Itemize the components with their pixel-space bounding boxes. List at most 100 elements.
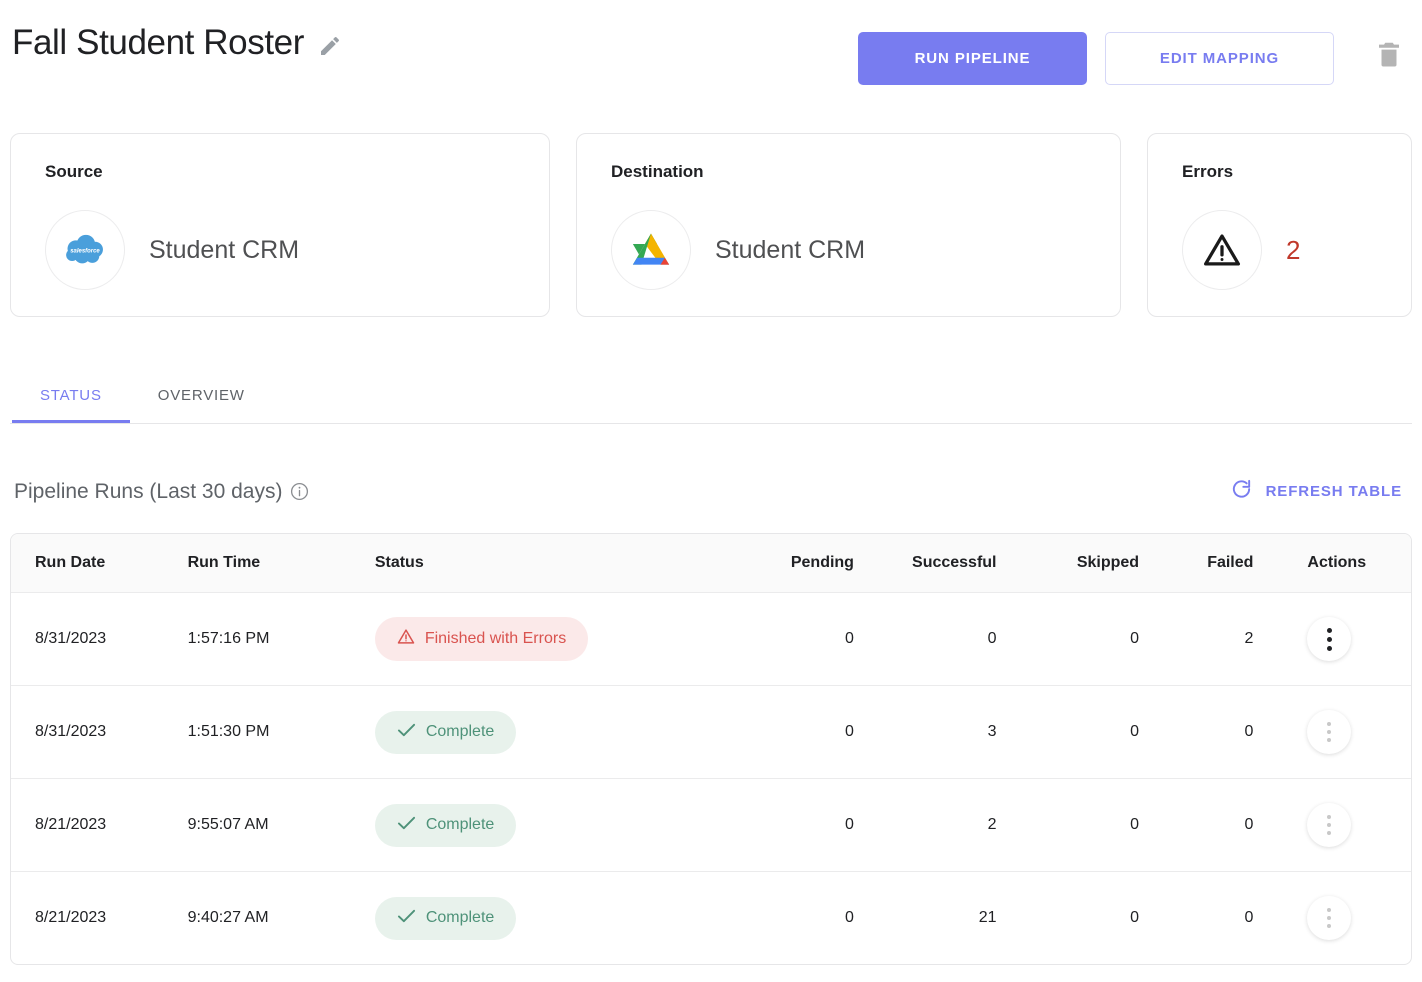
runs-header: Pipeline Runs (Last 30 days) REFRESH TAB…: [10, 472, 1412, 511]
tab-status[interactable]: STATUS: [12, 371, 130, 423]
cell-successful: 0: [893, 592, 1037, 686]
status-badge: Complete: [374, 803, 517, 847]
status-badge-label: Complete: [425, 816, 495, 833]
status-badge: Finished with Errors: [374, 617, 589, 661]
check-icon: [397, 908, 416, 929]
errors-count: 2: [1286, 234, 1301, 265]
status-badge-label: Finished with Errors: [424, 630, 567, 647]
cell-status: Complete: [374, 685, 752, 779]
cell-failed: 2: [1179, 592, 1286, 686]
destination-card-label: Destination: [611, 162, 704, 181]
destination-connection-name: Student CRM: [715, 235, 866, 264]
header-actions: RUN PIPELINE EDIT MAPPING: [858, 22, 1412, 85]
cell-run-time: 9:55:07 AM: [187, 778, 375, 872]
tab-overview[interactable]: OVERVIEW: [130, 371, 273, 423]
pipeline-runs-table: Run Date Run Time Status Pending Success…: [10, 533, 1412, 965]
delete-pipeline-button[interactable]: [1366, 32, 1412, 79]
cell-pending: 0: [751, 685, 894, 779]
status-badge: Complete: [374, 896, 517, 940]
status-badge-label: Complete: [425, 723, 495, 740]
source-card-label: Source: [45, 162, 103, 181]
table-row[interactable]: 8/31/2023 1:57:16 PM Finished w: [11, 592, 1411, 686]
refresh-icon: [1230, 478, 1253, 505]
table-row[interactable]: 8/21/2023 9:40:27 AM Complete 0: [11, 872, 1411, 965]
errors-card-body: 2: [1182, 210, 1377, 290]
warning-triangle-icon: [397, 628, 415, 650]
cell-run-time: 9:40:27 AM: [187, 909, 269, 926]
column-header-successful: Successful: [893, 534, 1037, 593]
cell-status: Finished with Errors: [374, 592, 752, 686]
cell-actions: [1285, 872, 1411, 965]
column-header-status: Status: [374, 534, 752, 593]
cell-successful: 2: [893, 778, 1037, 872]
column-header-run-date: Run Date: [11, 534, 188, 593]
summary-cards: Source salesforce: [10, 133, 1412, 317]
cell-status: Complete: [374, 872, 752, 965]
google-drive-icon: [611, 210, 691, 290]
check-icon: [397, 815, 416, 836]
table-row[interactable]: 8/21/2023 9:55:07 AM Complete 0: [11, 778, 1411, 872]
salesforce-icon: salesforce: [45, 210, 125, 290]
kebab-menu-icon[interactable]: [1307, 617, 1352, 661]
table-row[interactable]: 8/31/2023 1:51:30 PM Complete 0: [11, 685, 1411, 779]
refresh-table-button[interactable]: REFRESH TABLE: [1226, 472, 1406, 511]
destination-card: Destination Student CRM: [576, 133, 1121, 317]
column-header-pending: Pending: [751, 534, 894, 593]
table-header: Run Date Run Time Status Pending Success…: [11, 534, 1411, 593]
pencil-icon[interactable]: [318, 34, 342, 58]
tab-bar: STATUS OVERVIEW: [10, 371, 1412, 424]
runs-title-group: Pipeline Runs (Last 30 days): [14, 480, 309, 504]
cell-actions: [1285, 685, 1411, 779]
cell-run-time: 1:51:30 PM: [187, 685, 375, 779]
errors-card: Errors 2: [1147, 133, 1412, 317]
source-card: Source salesforce: [10, 133, 550, 317]
runs-title: Pipeline Runs (Last 30 days): [14, 479, 283, 503]
cell-successful: 21: [978, 909, 997, 926]
cell-failed: 0: [1179, 685, 1286, 779]
status-badge: Complete: [374, 710, 517, 754]
edit-mapping-button[interactable]: EDIT MAPPING: [1105, 32, 1334, 85]
cell-run-date: 8/21/2023: [35, 909, 107, 926]
cell-successful: 3: [893, 685, 1037, 779]
destination-card-body: Student CRM: [611, 210, 1086, 290]
cell-skipped: 0: [1036, 685, 1180, 779]
cell-pending: 0: [751, 592, 894, 686]
column-header-actions: Actions: [1285, 534, 1411, 593]
page-title: Fall Student Roster: [12, 23, 304, 62]
cell-status: Complete: [374, 778, 752, 872]
svg-text:salesforce: salesforce: [70, 248, 100, 254]
page-header: Fall Student Roster RUN PIPELINE EDIT MA…: [10, 0, 1412, 85]
source-card-body: salesforce Student CRM: [45, 210, 515, 290]
kebab-menu-icon[interactable]: [1307, 896, 1352, 940]
refresh-table-label: REFRESH TABLE: [1265, 483, 1402, 500]
cell-skipped: 0: [1130, 909, 1140, 926]
cell-pending: 0: [845, 909, 854, 926]
errors-card-label: Errors: [1182, 162, 1234, 181]
cell-run-date: 8/31/2023: [11, 592, 188, 686]
cell-pending: 0: [751, 778, 894, 872]
status-badge-label: Complete: [425, 909, 495, 926]
cell-run-date: 8/21/2023: [11, 778, 188, 872]
check-icon: [397, 722, 416, 743]
warning-triangle-icon: [1182, 210, 1262, 290]
cell-actions: [1285, 778, 1411, 872]
run-pipeline-button[interactable]: RUN PIPELINE: [858, 32, 1087, 85]
cell-actions: [1285, 592, 1411, 686]
title-group: Fall Student Roster: [10, 22, 342, 64]
column-header-skipped: Skipped: [1036, 534, 1180, 593]
cell-run-time: 1:57:16 PM: [187, 592, 375, 686]
source-connection-name: Student CRM: [149, 235, 300, 264]
cell-skipped: 0: [1036, 592, 1180, 686]
cell-skipped: 0: [1036, 778, 1180, 872]
column-header-failed: Failed: [1179, 534, 1286, 593]
cell-failed: 0: [1244, 909, 1254, 926]
table-body: 8/31/2023 1:57:16 PM Finished w: [11, 592, 1411, 965]
table-header-row: Run Date Run Time Status Pending Success…: [11, 534, 1411, 593]
cell-run-date: 8/31/2023: [11, 685, 188, 779]
trash-icon: [1374, 38, 1404, 73]
info-icon[interactable]: [290, 482, 309, 501]
kebab-menu-icon[interactable]: [1307, 710, 1352, 754]
kebab-menu-icon[interactable]: [1307, 803, 1352, 847]
cell-failed: 0: [1179, 778, 1286, 872]
